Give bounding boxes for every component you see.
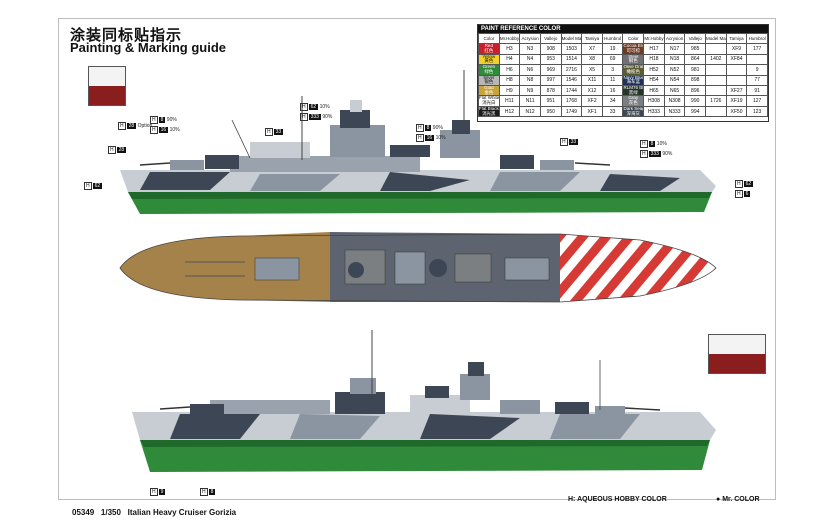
legend-aqueous: H: AQUEOUS HOBBY COLOR xyxy=(568,496,667,503)
footer-code: 05349 xyxy=(72,508,95,517)
flag-bottom-right xyxy=(708,334,766,374)
option-label: Option xyxy=(137,123,153,129)
legend-mr-color: ● Mr. COLOR xyxy=(716,496,760,503)
hull-lower-bottom xyxy=(140,440,710,472)
deck-plan xyxy=(119,232,717,303)
footer-scale: 1/350 xyxy=(100,508,121,517)
footer: 05349 1/350 Italian Heavy Cruiser Gorizi… xyxy=(72,508,236,517)
flag-top-left xyxy=(88,66,126,106)
profile-top xyxy=(120,70,716,214)
legend-mr-color-text: Mr. COLOR xyxy=(722,496,760,503)
deck-wood xyxy=(120,232,330,302)
page-frame xyxy=(58,18,776,500)
profile-bottom xyxy=(132,330,716,472)
footer-name: Italian Heavy Cruiser Gorizia xyxy=(127,508,237,517)
title-english: Painting & Marking guide xyxy=(70,40,227,55)
paint-cell: 123 xyxy=(746,105,768,118)
title-chinese: 涂装同标贴指示 xyxy=(70,27,183,44)
paint-reference-title: PAINT REFERENCE COLOR xyxy=(478,25,768,33)
deck-bow-stripes xyxy=(560,234,716,302)
